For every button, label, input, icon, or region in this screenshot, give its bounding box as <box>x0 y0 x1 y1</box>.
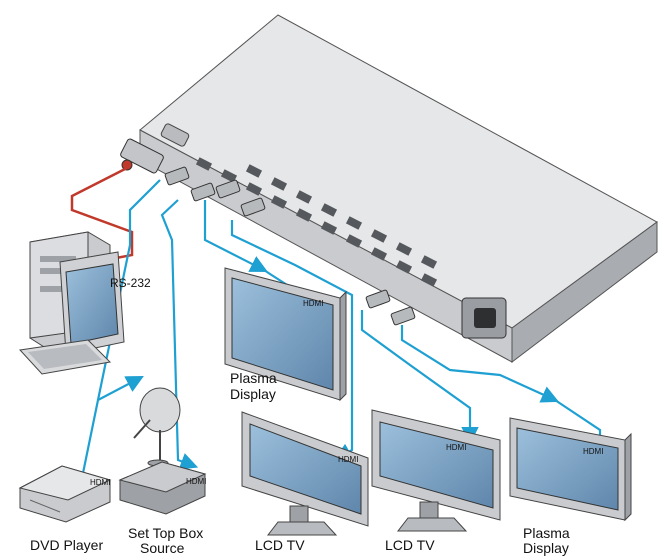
hdmi-plug-icon <box>164 166 416 326</box>
hdmi-cable-settop <box>160 199 199 470</box>
set-top-box-icon <box>118 461 207 515</box>
dvd-player-icon <box>18 465 112 523</box>
set-top-box-label-1: Set Top Box <box>128 525 203 541</box>
pc-computer-icon <box>18 231 125 375</box>
hdmi-cable-plasma-right <box>400 325 560 403</box>
hdmi-tag-lcd2: HDMI <box>446 443 466 452</box>
hdmi-tag-lcd1: HDMI <box>338 455 358 464</box>
hdmi-tag-dvd: HDMI <box>90 478 110 487</box>
plasma-display-right-label-1: Plasma <box>523 525 570 541</box>
lcd-tv-icon <box>371 409 501 532</box>
plasma-display-right-label-2: Display <box>523 540 569 556</box>
plasma-display-top-label-2: Display <box>230 386 276 402</box>
hdmi-tag-plasma-right: HDMI <box>583 447 603 456</box>
hdmi-cable-lcd2 <box>360 310 479 445</box>
lcd-tv-1-label: LCD TV <box>255 537 305 553</box>
hdmi-tag-plasma-top: HDMI <box>303 299 323 308</box>
plasma-display-icon <box>509 417 632 522</box>
rs232-cable <box>70 166 134 260</box>
hdmi-cable-plasma-top <box>203 200 268 272</box>
satellite-dish-icon <box>133 387 181 467</box>
dvd-player-label: DVD Player <box>30 537 103 553</box>
plasma-display-top-label-1: Plasma <box>230 370 277 386</box>
rs232-label: RS-232 <box>110 276 151 290</box>
plasma-display-icon <box>224 267 347 402</box>
lcd-tv-2-label: LCD TV <box>385 537 435 553</box>
set-top-box-label-2: Source <box>140 540 185 556</box>
hdmi-tag-settop: HDMI <box>186 477 206 486</box>
rs232-plug-icon <box>120 138 164 174</box>
hdmi-cable-dvd <box>80 375 144 479</box>
lcd-tv-icon <box>241 411 369 536</box>
